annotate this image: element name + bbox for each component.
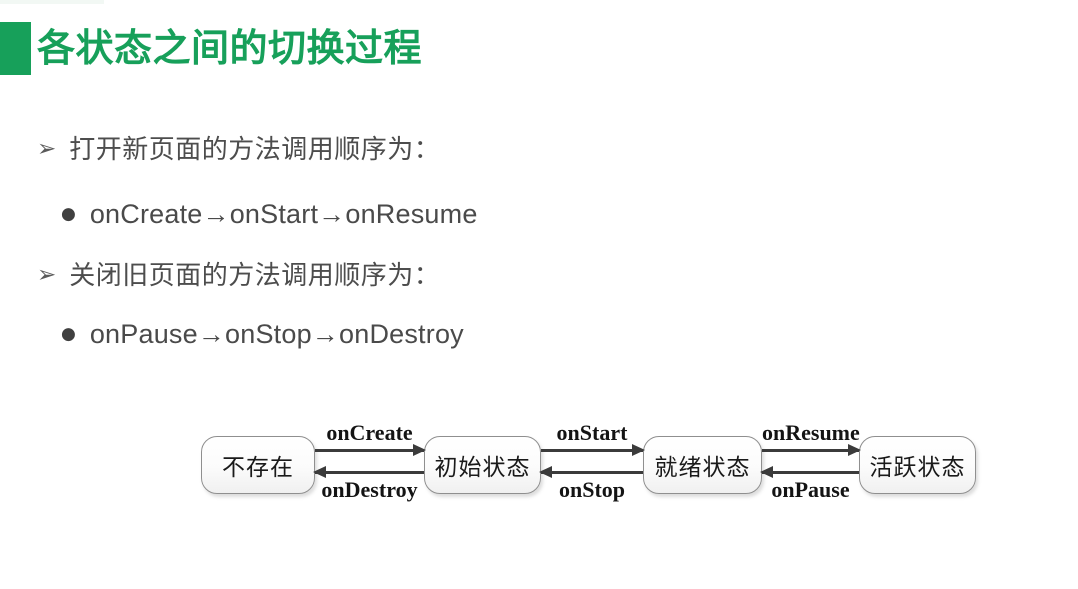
sub-bullet-item: ● onCreate→onStart→onResume	[61, 198, 478, 231]
bullet-text: 关闭旧页面的方法调用顺序为：	[69, 260, 441, 290]
state-label: 活跃状态	[869, 455, 966, 480]
state-box-ready: 就绪状态	[643, 436, 762, 494]
state-label: 不存在	[222, 455, 294, 480]
transition-arrow-backward-icon	[313, 466, 424, 478]
state-label: 就绪状态	[654, 455, 751, 480]
dot-bullet-icon: ●	[61, 204, 76, 224]
bullet-item: ➢ 关闭旧页面的方法调用顺序为：	[37, 260, 440, 291]
state-label: 初始状态	[434, 455, 531, 480]
title-accent-block	[0, 22, 31, 75]
sub-bullet-text: onCreate→onStart→onResume	[89, 199, 478, 229]
transition-label-forward: onCreate	[326, 420, 413, 445]
arrow-bullet-icon: ➢	[37, 262, 57, 288]
arrow-bullet-icon: ➢	[37, 136, 57, 162]
transition-arrow-backward-icon	[539, 466, 643, 478]
bullet-item: ➢ 打开新页面的方法调用顺序为：	[37, 134, 440, 165]
transition-arrow-backward-icon	[760, 466, 859, 478]
top-edge-accent	[0, 0, 104, 4]
transition-arrow-forward-icon	[315, 444, 426, 456]
transition-label-backward: onPause	[771, 477, 850, 502]
transition-label-forward: onStart	[556, 420, 628, 445]
transition-arrow-forward-icon	[541, 444, 645, 456]
transition-label-forward: onResume	[762, 420, 860, 445]
state-box-nonexistent: 不存在	[201, 436, 315, 494]
page-title: 各状态之间的切换过程	[37, 28, 423, 70]
transition-label-backward: onDestroy	[321, 477, 418, 502]
sub-bullet-text: onPause→onStop→onDestroy	[89, 319, 464, 349]
dot-bullet-icon: ●	[61, 324, 76, 344]
state-box-initial: 初始状态	[424, 436, 541, 494]
transition-label-backward: onStop	[558, 477, 626, 502]
bullet-text: 打开新页面的方法调用顺序为：	[69, 134, 441, 164]
sub-bullet-item: ● onPause→onStop→onDestroy	[61, 318, 464, 351]
state-box-active: 活跃状态	[859, 436, 976, 494]
transition-arrow-forward-icon	[762, 444, 861, 456]
